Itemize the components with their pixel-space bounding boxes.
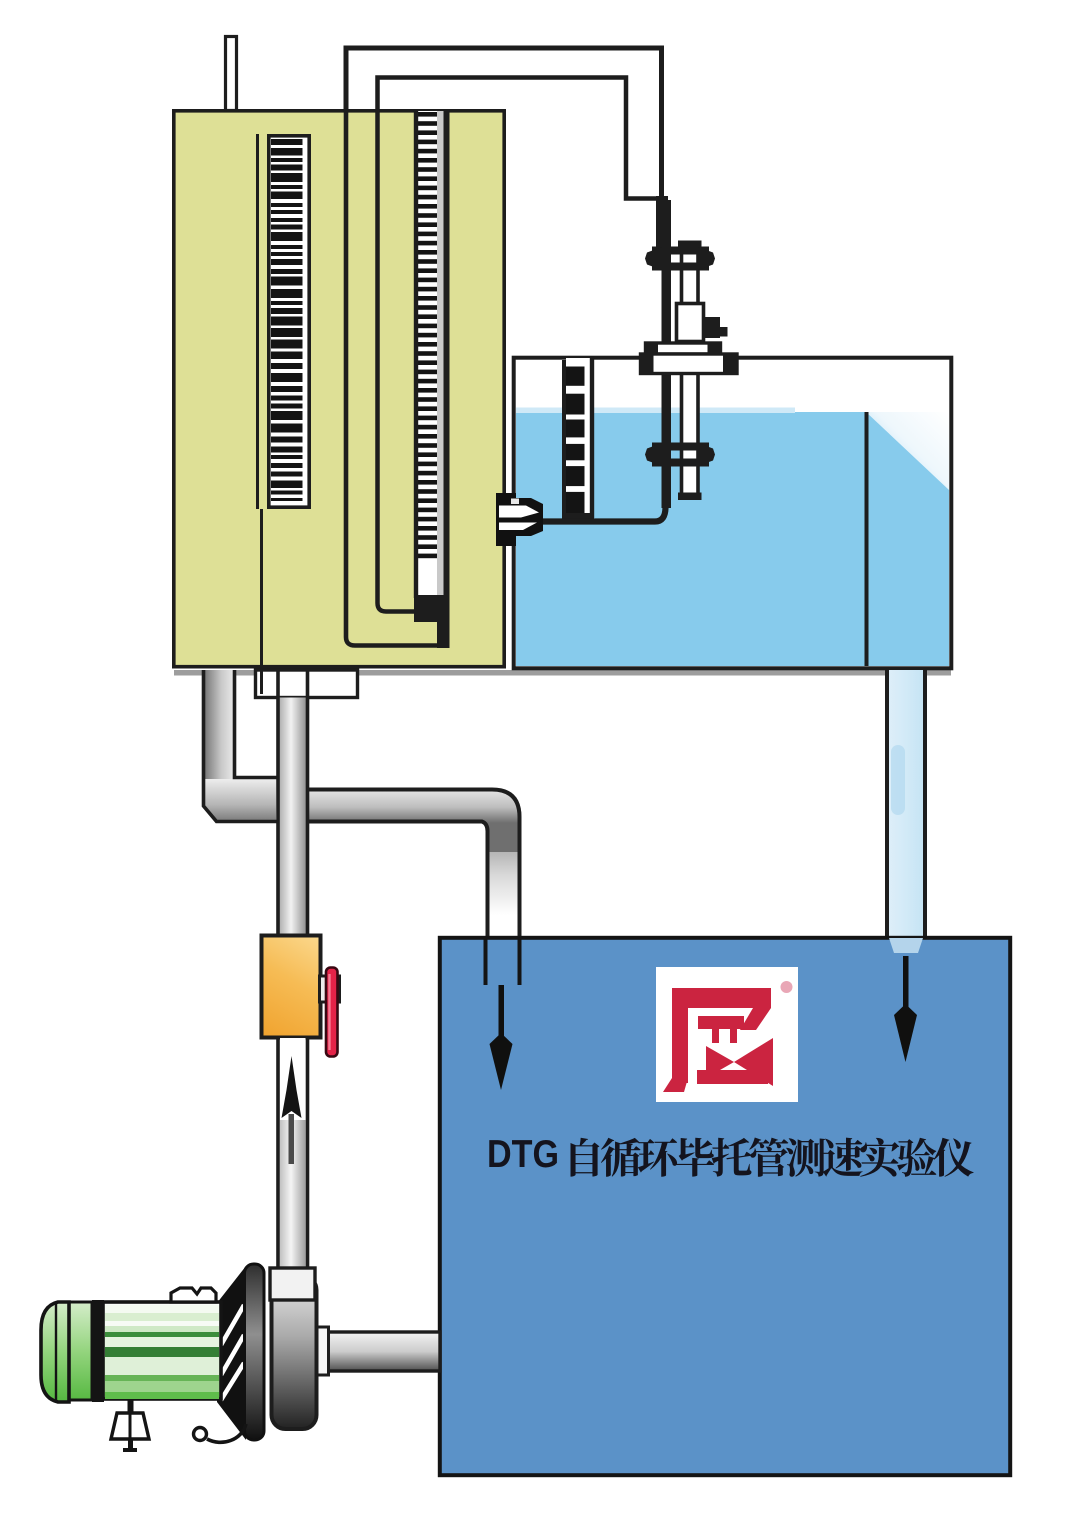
svg-text:DTG: DTG — [487, 1133, 559, 1176]
